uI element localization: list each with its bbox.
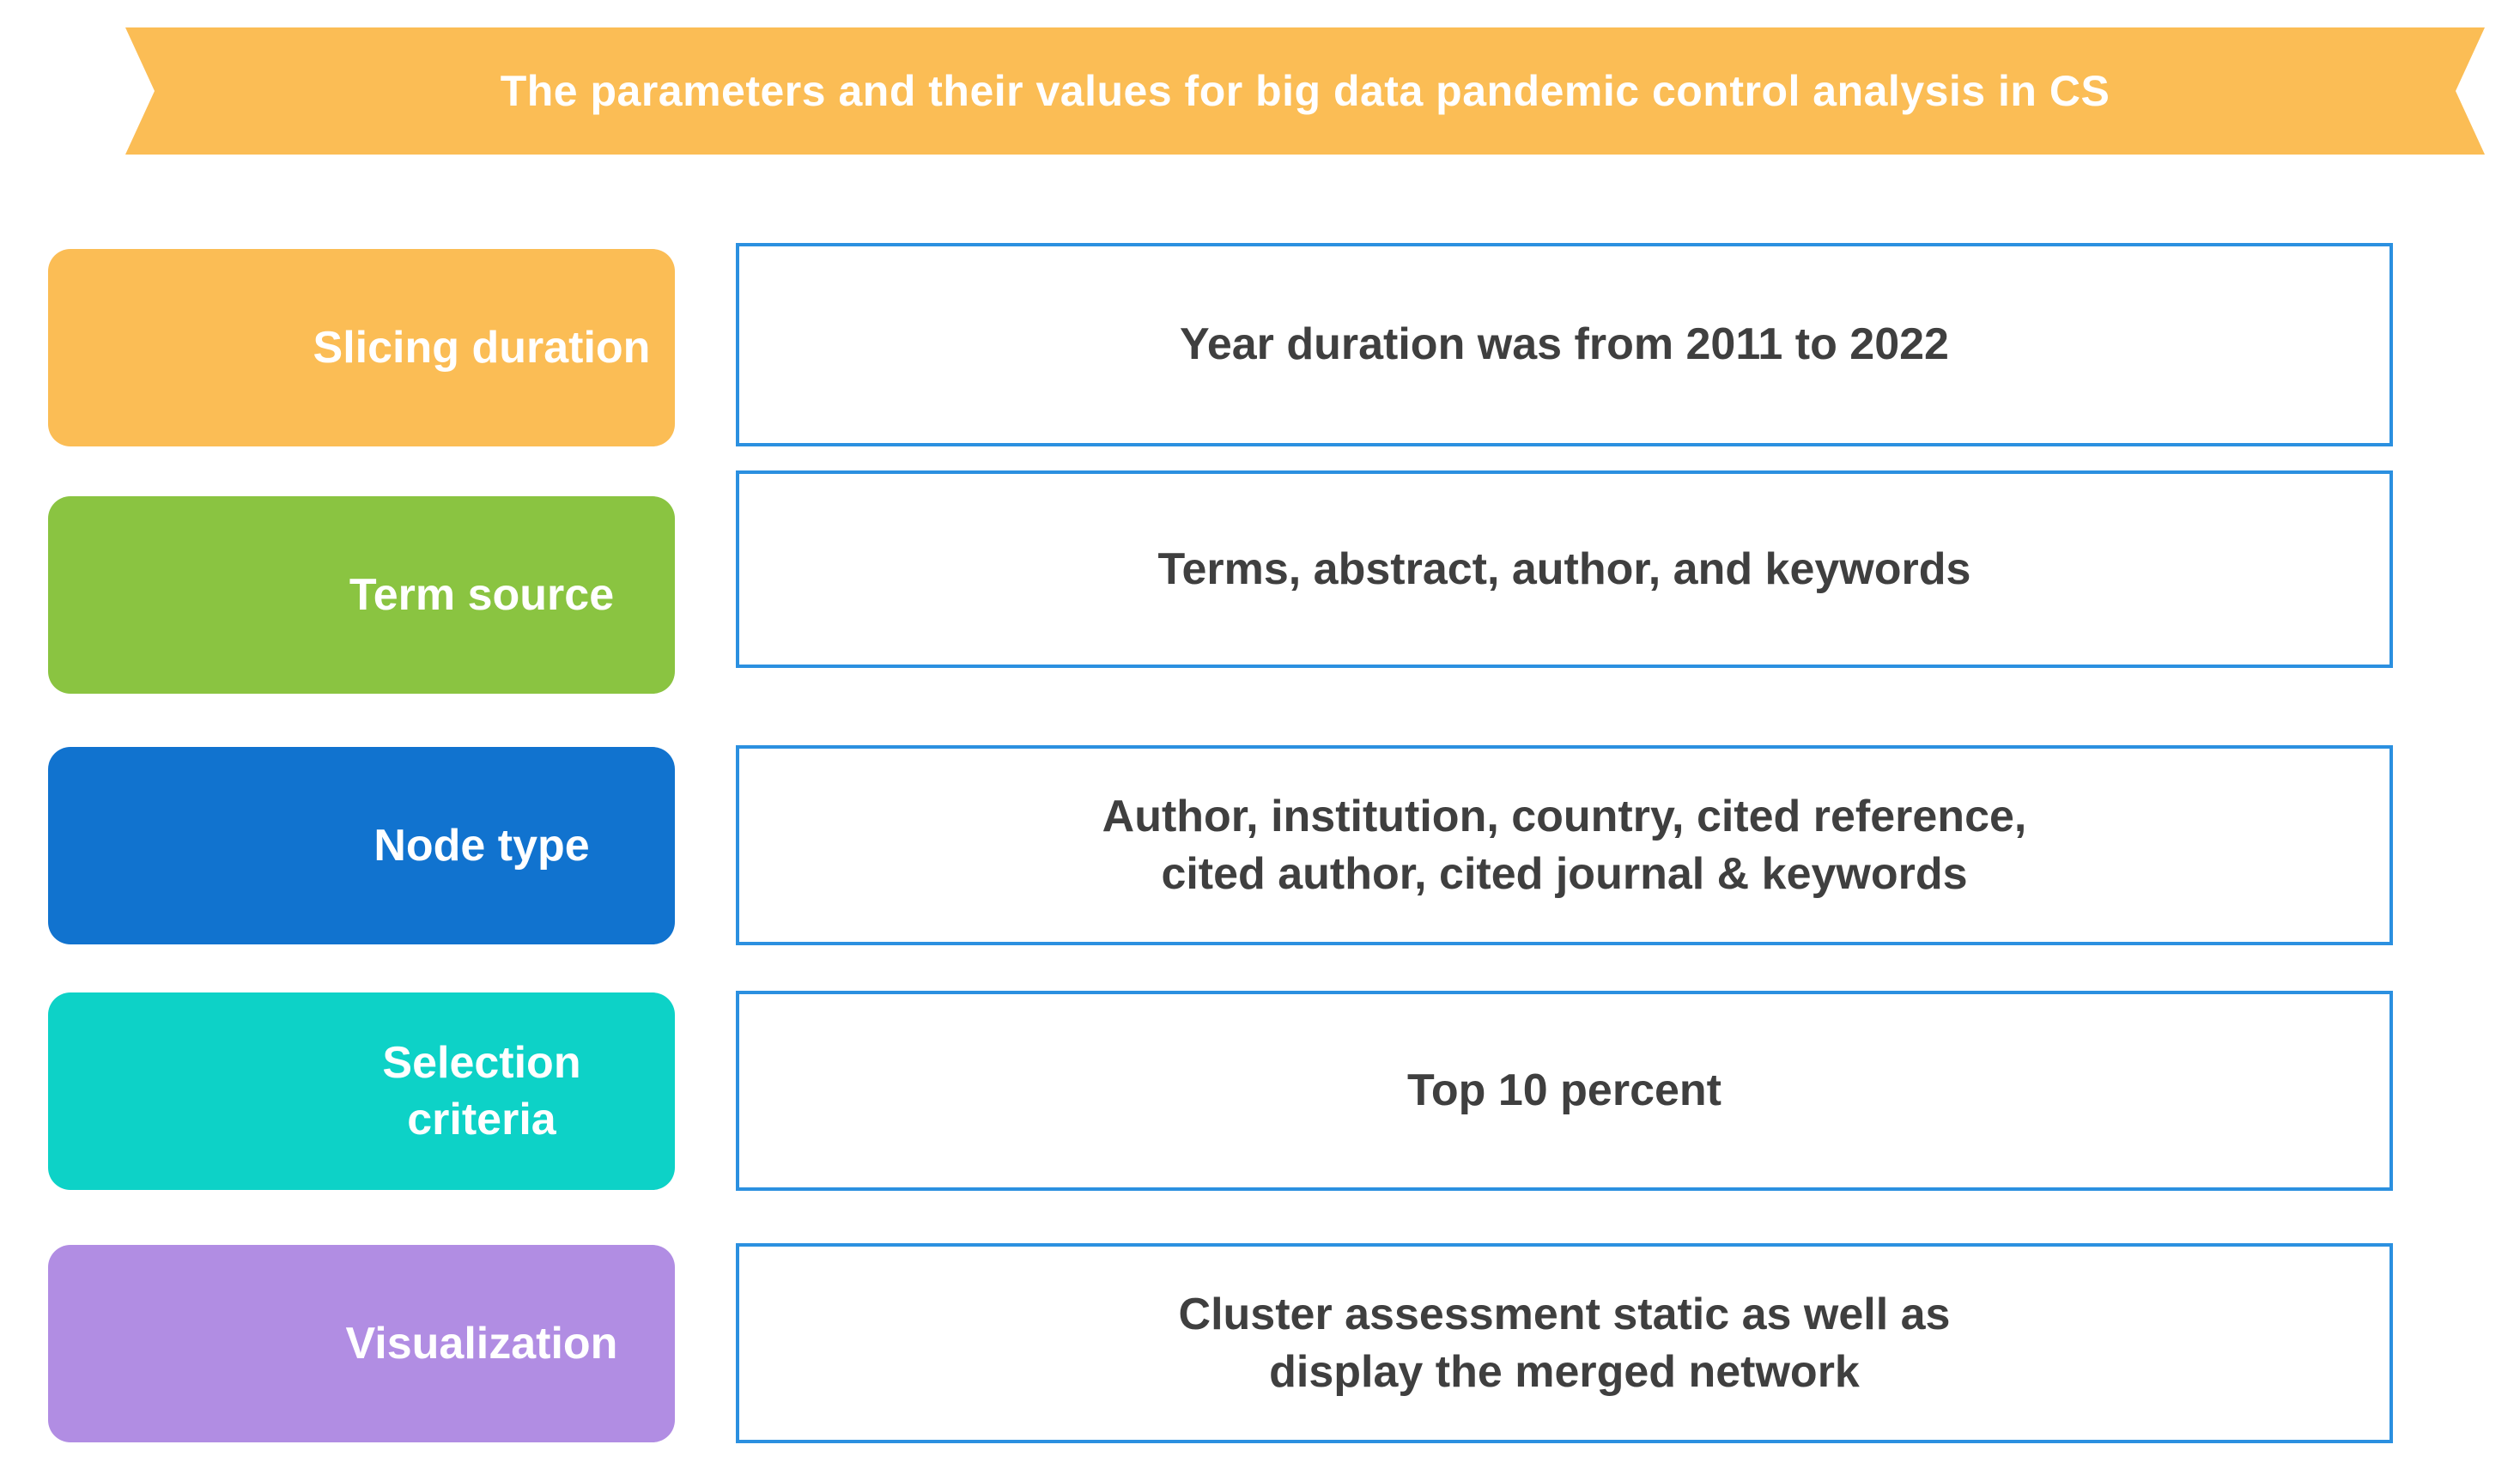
row-value-visualization: Cluster assessment static as well as dis… bbox=[736, 1243, 2393, 1443]
row-value-text: Terms, abstract, author, and keywords bbox=[1157, 543, 1971, 594]
row-label-text: Term source bbox=[349, 569, 615, 620]
row-label-text: Slicing duration bbox=[313, 322, 651, 373]
row-value-text: Top 10 percent bbox=[1406, 1065, 1721, 1116]
row-label-slicing-duration: Slicing duration bbox=[48, 249, 675, 446]
row-label-text: Node type bbox=[373, 820, 590, 871]
row-label-node-type: Node type bbox=[48, 747, 675, 944]
row-value-node-type: Author, institution, country, cited refe… bbox=[736, 745, 2393, 945]
row-value-text: Cluster assessment static as well as dis… bbox=[1178, 1290, 1951, 1397]
row-value-term-source: Terms, abstract, author, and keywords bbox=[736, 470, 2393, 668]
title-banner-ribbon: The parameters and their values for big … bbox=[125, 27, 2485, 155]
row-label-selection-criteria: Selection criteria bbox=[48, 992, 675, 1190]
page-title: The parameters and their values for big … bbox=[500, 67, 2110, 115]
row-label-visualization: Visualization bbox=[48, 1245, 675, 1442]
row-value-text: Author, institution, country, cited refe… bbox=[1102, 792, 2027, 899]
row-value-selection-criteria: Top 10 percent bbox=[736, 991, 2393, 1191]
row-value-slicing-duration: Year duration was from 2011 to 2022 bbox=[736, 243, 2393, 446]
row-label-text: Visualization bbox=[345, 1318, 618, 1369]
row-label-term-source: Term source bbox=[48, 496, 675, 694]
row-value-text: Year duration was from 2011 to 2022 bbox=[1180, 319, 1949, 370]
row-label-text: Selection criteria bbox=[382, 1037, 581, 1144]
